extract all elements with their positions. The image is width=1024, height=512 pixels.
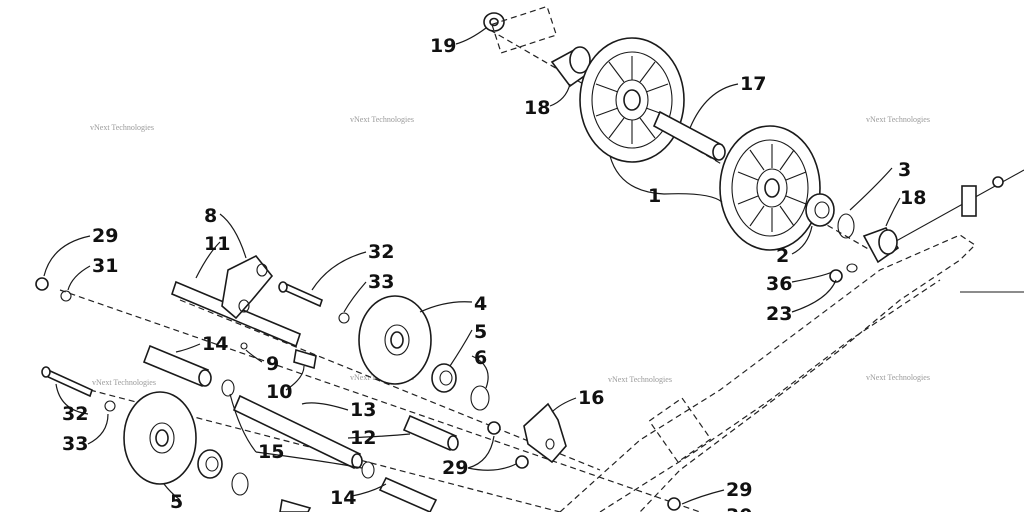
- callout-2: 2: [776, 245, 789, 267]
- callout-11: 11: [204, 233, 230, 255]
- callout-15: 15: [258, 441, 284, 463]
- callout-29: 29: [726, 479, 752, 501]
- callout-33: 33: [62, 433, 88, 455]
- callout-29: 29: [92, 225, 118, 247]
- nut: [487, 421, 501, 435]
- spacer-tube: [402, 414, 458, 452]
- upper-wheel-assembly: [483, 5, 1004, 283]
- callout-31: 31: [92, 255, 118, 277]
- bearing: [431, 363, 457, 393]
- washer: [104, 400, 116, 412]
- bolt: [45, 368, 93, 398]
- watermark: vNext Technologies: [608, 375, 672, 384]
- callout-29: 29: [442, 457, 468, 479]
- spacer-tube: [378, 476, 438, 512]
- callout-32: 32: [368, 241, 394, 263]
- callout-4: 4: [474, 293, 487, 315]
- spacer-tube: [142, 344, 210, 388]
- bearing: [197, 449, 223, 479]
- callout-13: 13: [350, 399, 376, 421]
- callout-3: 3: [898, 159, 911, 181]
- callout-5: 5: [474, 321, 487, 343]
- snap-ring: [221, 379, 235, 397]
- callout-32: 32: [62, 403, 88, 425]
- callout-33: 33: [368, 271, 394, 293]
- callout-12: 12: [350, 427, 376, 449]
- spacer-tube: [652, 110, 724, 162]
- nut: [35, 277, 49, 291]
- watermark: vNext Technologies: [90, 123, 154, 132]
- watermark: vNext Technologies: [866, 115, 930, 124]
- callout-18: 18: [524, 97, 550, 119]
- bushing: [293, 348, 317, 370]
- washer: [338, 312, 350, 324]
- grease-fitting: [240, 342, 248, 350]
- spacer-tube: [279, 498, 312, 512]
- axle-bracket: [523, 402, 567, 464]
- snap-ring: [231, 472, 249, 496]
- axle-mount-bracket: [961, 185, 977, 217]
- callout-19: 19: [430, 35, 456, 57]
- callout-6: 6: [474, 347, 487, 369]
- nut: [829, 269, 843, 283]
- nut: [992, 176, 1004, 188]
- callout-18: 18: [900, 187, 926, 209]
- callout-30: 30: [726, 505, 752, 512]
- callout-23: 23: [766, 303, 792, 325]
- watermark: vNext Technologies: [866, 373, 930, 382]
- callout-17: 17: [740, 73, 766, 95]
- bearing: [805, 193, 835, 227]
- frame-rail: [559, 185, 1024, 512]
- watermark: vNext Technologies: [92, 378, 156, 387]
- callout-14: 14: [202, 333, 228, 355]
- leader-lines: [43, 27, 901, 505]
- callout-16: 16: [578, 387, 604, 409]
- callout-9: 9: [266, 353, 279, 375]
- lower-wheel-assembly: [35, 254, 681, 512]
- callout-labels: 19 18 17 1 3 18 2 36 23 8 11 32 33 29 31…: [62, 35, 926, 512]
- axle-shaft: [232, 394, 362, 470]
- snap-ring: [361, 461, 375, 479]
- callout-1: 1: [648, 185, 661, 207]
- callout-14: 14: [330, 487, 356, 509]
- lock-washer: [846, 263, 858, 273]
- callout-10: 10: [266, 381, 292, 403]
- callout-5: 5: [170, 491, 183, 512]
- nut: [667, 497, 681, 511]
- snap-ring: [470, 385, 490, 411]
- watermark: vNext Technologies: [350, 115, 414, 124]
- snap-ring: [837, 213, 855, 239]
- nut: [515, 455, 529, 469]
- bolt: [283, 282, 323, 308]
- lock-washer: [60, 290, 72, 302]
- pivot-arm: [221, 254, 274, 320]
- callout-8: 8: [204, 205, 217, 227]
- callout-36: 36: [766, 273, 792, 295]
